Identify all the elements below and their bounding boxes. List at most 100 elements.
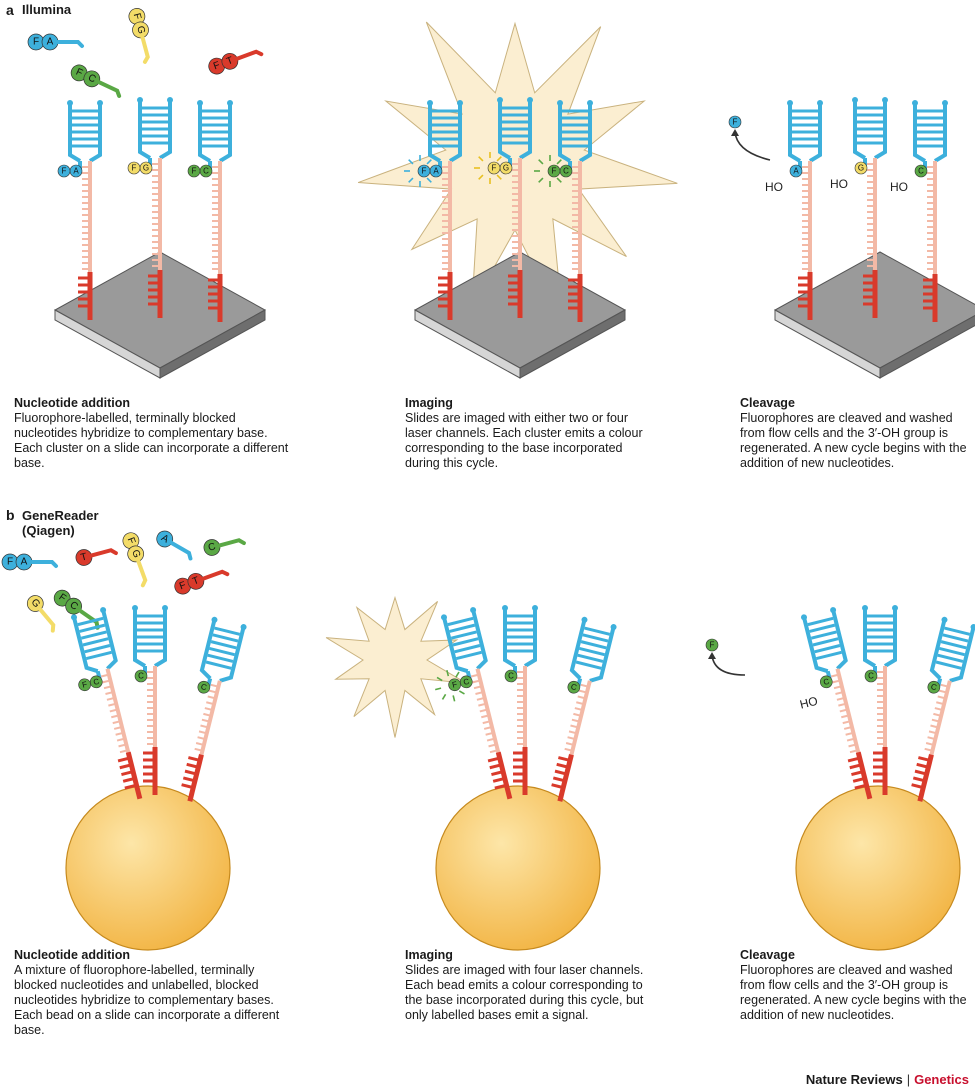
emission-ray <box>435 687 442 691</box>
template-base-tick <box>206 701 215 706</box>
anchor-strand <box>917 754 934 802</box>
incorporated-base <box>914 164 928 178</box>
slide-side-right <box>519 309 626 379</box>
dna-strand: C <box>502 605 538 795</box>
template-base-tick <box>848 743 857 748</box>
nucleotide-tail <box>38 607 56 633</box>
adapter-right <box>448 105 462 163</box>
dna-strand: AHO <box>765 100 823 320</box>
adapter-left <box>802 618 829 674</box>
anchor-tick <box>184 769 197 776</box>
incorporated-base <box>134 669 148 683</box>
adapter-rung <box>810 630 837 640</box>
caption-text: Slides are imaged with four laser channe… <box>405 963 644 1022</box>
released-fluorophore-label: F <box>733 118 738 127</box>
dna-strand: C <box>551 616 617 802</box>
ho-label: HO <box>798 694 819 712</box>
base-label: A <box>159 533 171 546</box>
dna-strand: C <box>862 605 898 795</box>
adapter-rung <box>942 633 969 643</box>
caption-b-addition: Nucleotide addition A mixture of fluorop… <box>14 948 284 1038</box>
slide-side-right <box>159 309 266 379</box>
adapter-rung <box>85 650 112 661</box>
template-base-tick <box>937 695 946 700</box>
nucleotide-tail <box>136 559 148 588</box>
template-base-tick <box>201 718 210 723</box>
dna-strand: CF <box>534 100 593 322</box>
anchor-strand <box>125 751 143 800</box>
release-arrow <box>711 654 746 676</box>
anchor-strand <box>187 754 204 802</box>
fluorophore-label: F <box>212 60 222 72</box>
emission-ray <box>538 177 544 183</box>
incorporated-base <box>567 680 581 694</box>
template-base-tick <box>200 724 209 729</box>
adapter-right <box>578 105 592 163</box>
template-base-tick <box>486 737 496 742</box>
adapter-cap <box>137 97 143 103</box>
template-base-tick <box>568 730 578 735</box>
free-nucleotide: FG <box>128 8 150 64</box>
emission-ray <box>426 159 432 165</box>
template-base-tick <box>112 720 121 725</box>
fluorophore <box>78 678 91 692</box>
fluorophore <box>417 164 431 178</box>
panel-b-name: GeneReader (Qiagen) <box>22 508 99 538</box>
adapter-left <box>198 105 212 163</box>
bead <box>795 785 961 951</box>
template-base-tick <box>845 731 854 736</box>
incorporated-base <box>854 161 868 175</box>
adapter-right <box>153 610 167 668</box>
adapter-left <box>863 610 877 668</box>
adapter-right <box>158 102 172 160</box>
emission-ray <box>556 177 562 183</box>
caption-title: Nucleotide addition <box>14 948 130 962</box>
adapter-cap <box>817 100 823 106</box>
adapter-left <box>133 610 147 668</box>
adapter-cap <box>427 100 433 106</box>
adapter-cap <box>892 605 898 611</box>
adapter-cap <box>581 616 588 623</box>
release-arrow <box>734 131 771 161</box>
template-base-tick <box>571 718 580 723</box>
adapter-left <box>138 102 152 160</box>
adapter-cap <box>587 100 593 106</box>
template-base-tick <box>564 747 573 752</box>
adapter-rung <box>214 626 241 636</box>
anchor-tick <box>556 762 569 769</box>
adapter-rung <box>582 633 609 643</box>
adapter-left <box>503 610 517 668</box>
template-base-tick <box>832 679 841 684</box>
template-base-tick <box>933 712 942 717</box>
fluorophore-label: F <box>132 164 137 173</box>
adapter-rung <box>815 650 842 661</box>
adapter-cap <box>457 100 463 106</box>
emission-ray <box>538 159 544 165</box>
template-base-tick <box>472 679 481 684</box>
adapter-cap <box>240 624 247 631</box>
adapter-left <box>788 105 802 163</box>
incorporated-base <box>504 669 518 683</box>
adapter-cap <box>830 607 837 614</box>
emission-ray <box>452 695 456 702</box>
dna-strand: AF <box>57 100 103 320</box>
adapter-rung <box>580 640 607 650</box>
template-base-tick <box>931 718 940 723</box>
panel-b-letter: b <box>6 507 15 523</box>
anchor-tick <box>918 756 931 762</box>
base-label: A <box>47 37 54 48</box>
template-base-tick <box>838 702 847 707</box>
adapter-left <box>428 105 442 163</box>
fluorophore-label: F <box>33 37 39 48</box>
template-base-tick <box>839 708 848 713</box>
caption-b-imaging: Imaging Slides are imaged with four lase… <box>405 948 645 1023</box>
template-base-tick <box>842 720 851 725</box>
anchor-tick <box>558 756 571 762</box>
adapter-rung <box>944 626 971 636</box>
incorporated-base-label: C <box>930 682 938 692</box>
caption-text: Slides are imaged with either two or fou… <box>405 411 643 470</box>
adapter-cap <box>470 607 477 614</box>
